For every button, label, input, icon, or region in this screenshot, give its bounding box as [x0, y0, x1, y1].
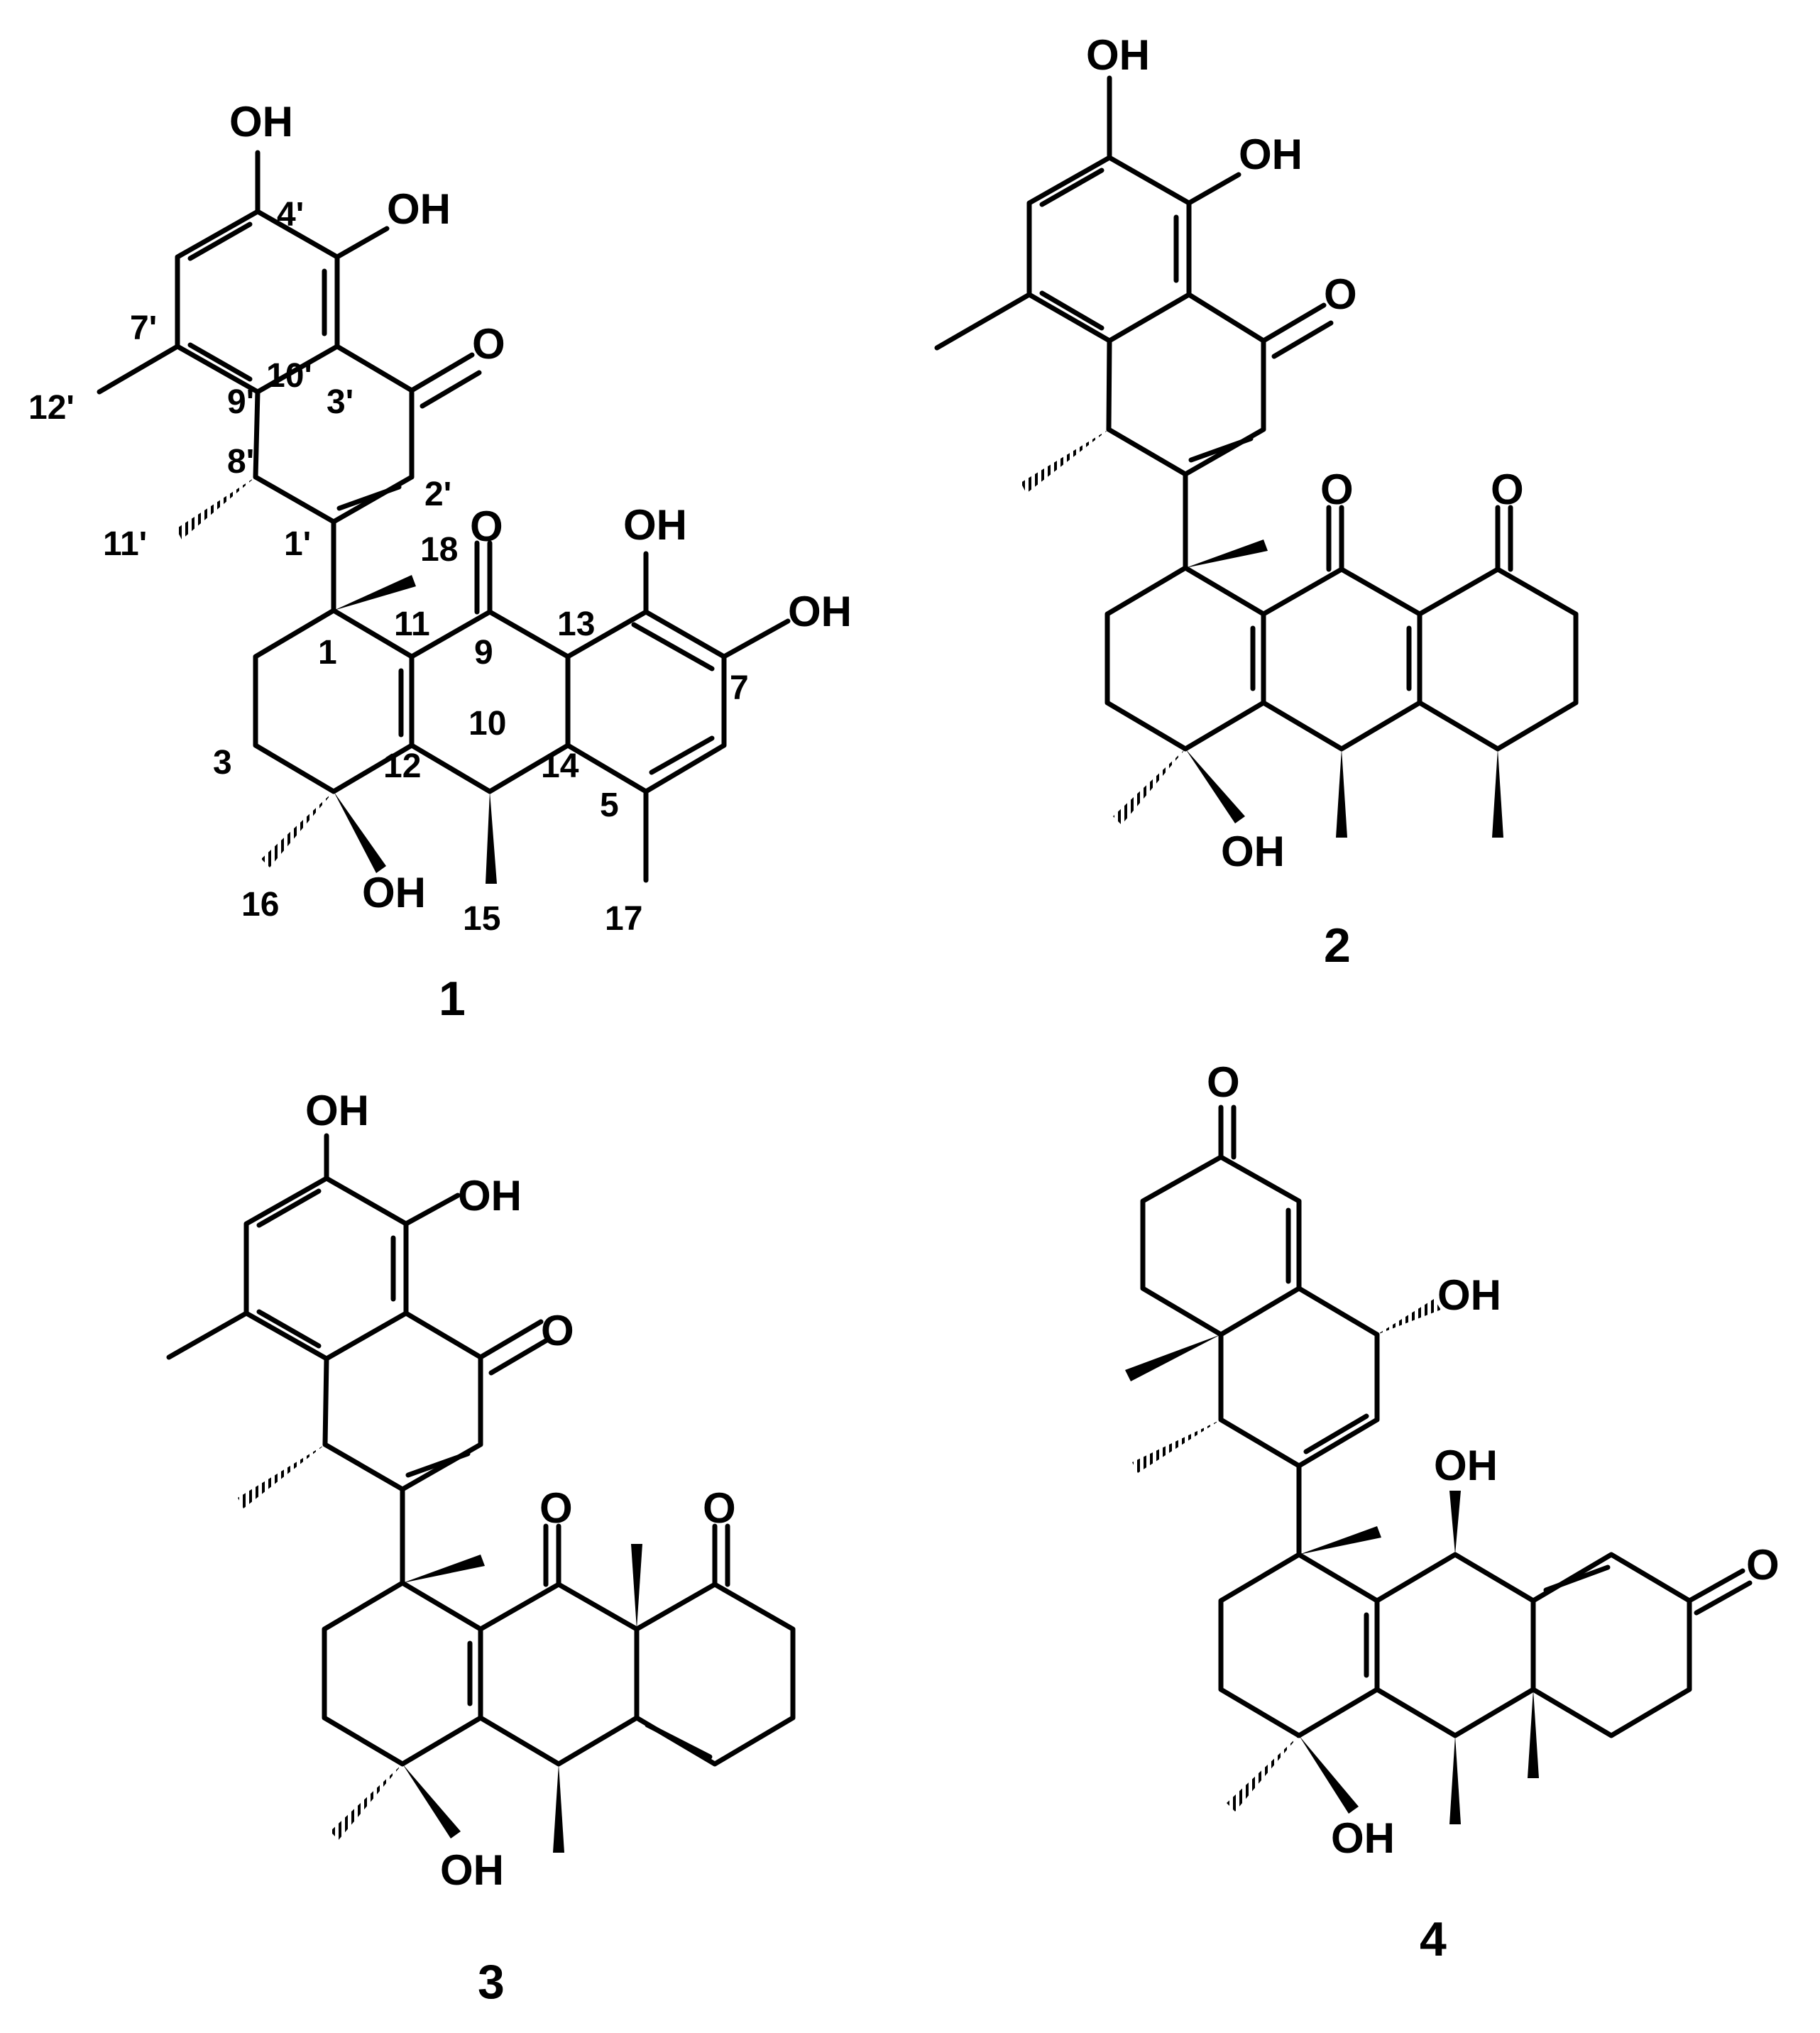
atom-number: 15 — [463, 900, 500, 938]
stereo-bonds-compound-3 — [238, 1445, 642, 1853]
atom-label: OH — [1331, 1814, 1395, 1862]
stereo-bonds-compound-1 — [176, 477, 497, 884]
structure-compound-2 — [934, 75, 1579, 752]
stereo-bonds-compound-2 — [1021, 429, 1503, 838]
atom-number: 17 — [605, 900, 642, 938]
atom-number: 9 — [474, 634, 493, 672]
atom-label: O — [1746, 1541, 1780, 1589]
labels-compound-2: OH OH O O O OH 2 — [1086, 31, 1524, 972]
compound-label-4: 4 — [1420, 1912, 1447, 1966]
atom-label: O — [1207, 1058, 1240, 1106]
atom-label: OH — [387, 185, 451, 233]
atom-number: 14 — [541, 747, 579, 785]
atom-number: 1' — [284, 525, 311, 563]
atom-label: OH — [440, 1846, 504, 1894]
atom-number: 5 — [600, 787, 619, 824]
atom-number: 1 — [318, 634, 337, 672]
atom-label: O — [539, 1484, 573, 1532]
atom-number: 8' — [227, 443, 254, 481]
atom-label: OH — [1437, 1271, 1501, 1319]
atom-number: 3 — [213, 744, 232, 782]
atom-number: 7' — [130, 309, 157, 347]
atom-label: OH — [1434, 1442, 1498, 1489]
stereo-bonds-compound-4 — [1125, 1299, 1539, 1824]
atom-number: 12 — [383, 747, 421, 785]
atom-number: 16 — [241, 886, 279, 924]
atom-label: O — [470, 503, 503, 550]
atom-label: OH — [788, 588, 852, 635]
atom-label: O — [541, 1307, 574, 1354]
structure-compound-3 — [166, 1133, 796, 1767]
compound-label-1: 1 — [439, 972, 466, 1026]
atom-label: O — [472, 320, 505, 368]
atom-number: 11' — [103, 525, 147, 563]
atom-number: 11 — [394, 605, 430, 643]
structure-compound-4 — [1140, 1105, 1753, 1738]
atom-number: 18 — [420, 531, 458, 569]
atom-label: O — [703, 1484, 736, 1532]
atom-label: O — [1320, 466, 1354, 513]
compound-label-3: 3 — [478, 1955, 505, 2009]
atom-number: 3' — [327, 383, 353, 421]
atom-label: OH — [458, 1172, 522, 1220]
compound-label-2: 2 — [1324, 919, 1351, 972]
atom-label: OH — [623, 501, 687, 549]
atom-number: 13 — [557, 605, 595, 643]
labels-compound-3: OH OH O O O OH 3 — [305, 1087, 736, 2009]
atom-number: 7 — [730, 669, 749, 707]
atom-number: 10 — [468, 705, 506, 742]
labels-compound-4: O OH OH O OH 4 — [1207, 1058, 1780, 1966]
atom-number: 2' — [424, 476, 451, 513]
atom-number: 4' — [277, 196, 304, 234]
atom-label: OH — [1221, 828, 1285, 875]
atom-label: O — [1491, 466, 1524, 513]
atom-label: O — [1324, 270, 1357, 318]
atom-number: 10' — [266, 357, 312, 395]
labels-compound-1: OH OH O O OH OH OH 4' 7' 12' 10' 9' 3' 8… — [28, 98, 852, 1026]
atom-label: OH — [229, 98, 293, 146]
atom-number: 9' — [227, 383, 254, 421]
atom-label: OH — [305, 1087, 369, 1134]
atom-label: OH — [1239, 131, 1303, 178]
atom-number: 12' — [28, 389, 75, 427]
atom-label: OH — [1086, 31, 1150, 79]
atom-label: OH — [362, 869, 426, 916]
